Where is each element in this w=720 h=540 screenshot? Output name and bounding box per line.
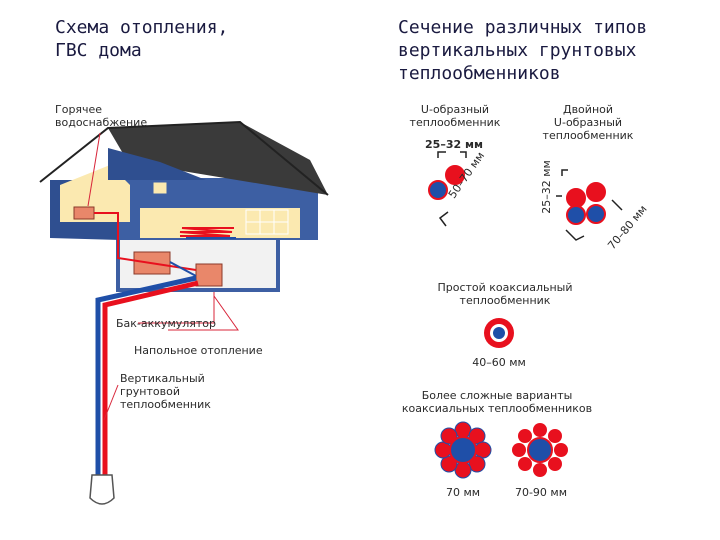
ground-pipe-cold [95,275,197,475]
label-complex-coaxial: Более сложные варианты коаксиальных тепл… [401,389,593,415]
label-vertical-exchanger: Вертикальный грунтовой теплообменник [120,372,211,411]
label-leaders [87,132,239,421]
label-floor-heating: Напольное отопление [134,344,263,357]
label-u-shape: U-образный теплообменник [409,103,501,129]
facade-windows [245,209,289,235]
size-coaxial: 40–60 мм [472,356,526,369]
label-double-u: Двойной U-образный теплообменник [542,103,634,142]
roof-edge [39,120,329,196]
complex-coaxial-b [512,423,568,477]
size-double-u-inner: 25–32 мм [540,160,553,214]
floor-heating-coils [179,227,236,239]
double-u-section [556,169,623,241]
page-title-left: Схема отопления, ГВС дома [55,17,229,61]
complex-coaxial-a [434,421,492,479]
page-title-right: Сечение различных типов вертикальных гру… [398,17,648,84]
size-u-inner: 25–32 мм [425,138,483,151]
gable-window [152,181,168,195]
size-complex-a: 70 мм [445,486,481,499]
label-coaxial: Простой коаксиальный теплообменник [437,281,573,307]
label-hot-water: Горячее водоснабжение [55,103,148,129]
size-complex-b: 70-90 мм [514,486,568,499]
internal-pipe-hot [94,212,197,271]
label-tank-accumulator: Бак-аккумулятор [116,317,217,330]
u-shape-section [428,151,467,227]
roof-main [40,122,328,195]
internal-pipe-cold [169,261,197,277]
ground-pipe-cap [89,474,115,505]
roof-front-gable [108,148,206,180]
coaxial-section [484,318,514,348]
